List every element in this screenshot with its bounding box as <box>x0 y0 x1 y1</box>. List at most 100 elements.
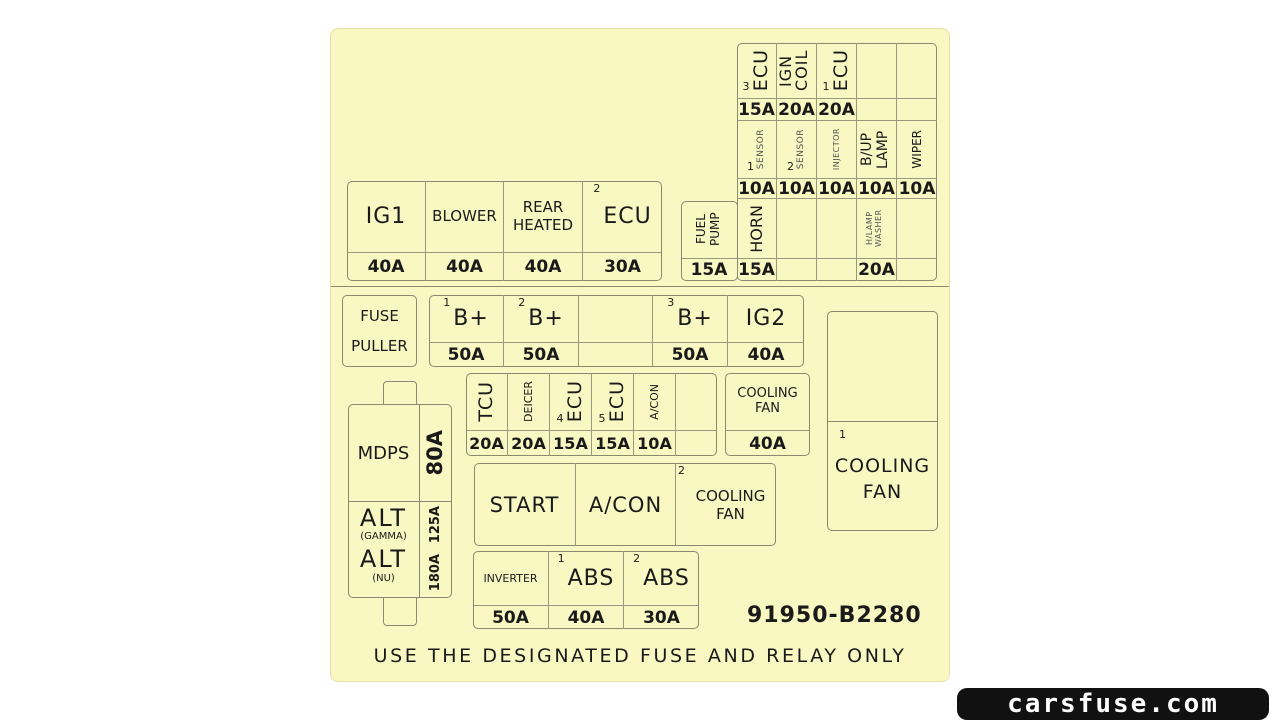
fuse-label: TCU <box>475 381 497 422</box>
fuse-rating: 20A <box>777 99 817 121</box>
fuse-mdps: MDPS <box>357 442 410 464</box>
fuse-rating: 15A <box>737 259 777 281</box>
fuse-rating <box>897 99 937 121</box>
fuse-label: B+ <box>453 306 489 331</box>
relay-start: START <box>474 463 576 546</box>
fuse-rating: 20A <box>817 99 857 121</box>
fuse-rating: 10A <box>737 179 777 199</box>
fuse-rating: 10A <box>634 431 676 456</box>
fuse-position-number: 1 <box>822 80 830 93</box>
fuse-rating: 10A <box>777 179 817 199</box>
fuse-tcu: TCU <box>466 373 508 431</box>
fuse-ig1: IG1 <box>347 181 426 253</box>
fuse-label: ECU <box>829 49 852 92</box>
fuse-position-number: 1 <box>557 552 566 565</box>
mdps-alt-block <box>348 404 452 598</box>
fuse-wiper: WIPER <box>897 121 937 179</box>
relay-number: 2 <box>678 464 685 477</box>
fuse-rating: 125A <box>427 506 443 544</box>
fuse-label: ALT <box>359 545 408 574</box>
fuse-rating: 40A <box>347 253 426 281</box>
fuse-rating: 50A <box>473 606 549 629</box>
fuse-label: ECU <box>749 49 772 92</box>
fuse-rear-heated: REAR HEATED <box>504 181 583 253</box>
top-right-fuse-block <box>737 43 937 281</box>
fuse-empty <box>579 295 653 343</box>
fuse-inverter: INVERTER <box>473 551 549 606</box>
fuse-rating: 50A <box>429 343 504 367</box>
fuse-rating <box>817 259 857 281</box>
relay-a-con: A/CON <box>576 463 676 546</box>
fuse-empty <box>777 199 817 259</box>
fuse-label: COOLING FAN <box>725 373 810 431</box>
fuse-rating: 20A <box>466 431 508 456</box>
fuse-rating: 80A <box>423 430 447 476</box>
fuse-position-number: 2 <box>787 160 794 173</box>
fuse-injector: INJECTOR <box>817 121 857 179</box>
fuse-position-number: 5 <box>598 412 606 425</box>
fuse-fuel-pump-label-cell: FUEL PUMP <box>681 201 737 259</box>
fuse-label: IGN COIL <box>775 49 811 92</box>
relay-label: COOLING FAN <box>834 455 931 503</box>
fuse-rating <box>857 99 897 121</box>
fuse-rating: 10A <box>857 179 897 199</box>
watermark-logo: carsfuse.com <box>957 688 1269 720</box>
fuse-rating: 15A <box>592 431 634 456</box>
mdps-stub-bottom <box>383 597 417 626</box>
fuse-rating: 20A <box>508 431 550 456</box>
fuse-rating: 50A <box>653 343 728 367</box>
fuse-rating <box>579 343 653 367</box>
fuse-label: SENSOR <box>796 129 806 170</box>
fuse-rating: 10A <box>897 178 937 199</box>
fuse-empty <box>676 373 717 431</box>
fuse-empty <box>857 43 897 99</box>
top-left-fuse-block <box>347 181 662 281</box>
fuse-rating: 50A <box>504 343 579 367</box>
fuse-label: B+ <box>677 306 713 331</box>
fuse-rating: 15A <box>690 260 728 280</box>
fuse-rating: 40A <box>749 433 786 454</box>
fuse-deicer: DEICER <box>508 373 550 431</box>
fuse-empty <box>817 199 857 259</box>
fuse-rating: 10A <box>817 179 857 199</box>
fuse-rating: 40A <box>549 606 624 629</box>
fuse-bup-lamp: B/UP LAMP <box>857 121 897 179</box>
fuse-label: ABS <box>643 565 690 591</box>
relay-block <box>474 463 776 546</box>
fuse-sublabel: (GAMMA) <box>360 531 407 543</box>
relay-number: 1 <box>839 428 846 441</box>
fuse-empty <box>897 43 937 99</box>
fuse-label: INJECTOR <box>832 128 841 171</box>
relay-divider <box>828 421 937 422</box>
fuse-empty <box>897 199 937 259</box>
relay-label: COOLING FAN <box>695 486 766 523</box>
fuse-position-number: 3 <box>667 296 676 309</box>
fuse-position-number: 1 <box>443 296 452 309</box>
fuse-position-number: 4 <box>556 412 564 425</box>
fuse-label: ECU <box>603 204 652 229</box>
b-plus-fuse-block <box>429 295 804 367</box>
fuse-fuel-pump <box>681 201 738 281</box>
fuse-horn: HORN <box>737 199 777 259</box>
mdps-stub-top <box>383 381 417 405</box>
fuse-rating: 180A <box>427 554 443 592</box>
fuse-cooling-fan <box>725 373 810 456</box>
fuse-rating: 40A <box>747 345 785 365</box>
fuse-rating: 30A <box>604 257 641 277</box>
fuse-ig2: IG2 <box>728 295 804 343</box>
fuse-label: B+ <box>528 306 564 331</box>
fuse-label: FUEL PUMP <box>694 212 722 247</box>
fuse-sublabel: (NU) <box>372 572 395 584</box>
fuse-position-number: 2 <box>593 182 602 195</box>
block-divider <box>349 501 451 502</box>
bottom-fuse-block <box>473 551 699 629</box>
